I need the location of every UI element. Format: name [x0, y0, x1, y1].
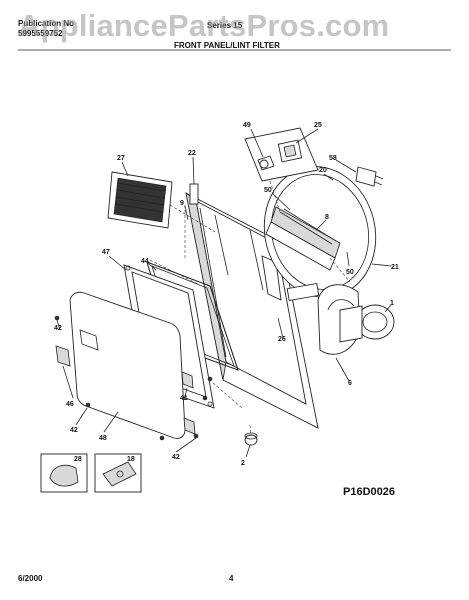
- connector-plug: [355, 166, 384, 187]
- footer-page-number: 4: [229, 574, 234, 583]
- callout-1: 1: [390, 300, 394, 307]
- callout-46: 46: [66, 401, 74, 408]
- callout-27: 27: [117, 155, 125, 162]
- callout-21: 21: [391, 264, 399, 271]
- door-switch-inset: [244, 127, 319, 182]
- lint-filter-duct: [265, 206, 341, 271]
- callout-42-bottom: 42: [172, 454, 180, 461]
- callout-6: 6: [348, 380, 352, 387]
- callout-2: 2: [241, 460, 245, 467]
- callout-47: 47: [102, 249, 110, 256]
- callout-42-bottom-left: 42: [70, 427, 78, 434]
- callout-48: 48: [99, 435, 107, 442]
- callout-41: 41: [180, 395, 188, 402]
- callout-22: 22: [188, 150, 196, 157]
- section-title: FRONT PANEL/LINT FILTER: [174, 41, 280, 50]
- series-label: Series 15: [207, 21, 243, 30]
- callout-26: 26: [278, 336, 286, 343]
- footer-date: 6/2000: [18, 574, 43, 583]
- callout-9: 9: [180, 200, 184, 207]
- callout-28: 28: [74, 456, 82, 463]
- callout-25: 25: [314, 122, 322, 129]
- diagram-code: P16D0026: [343, 486, 395, 498]
- screws: [54, 315, 213, 441]
- part-box-28: [40, 453, 88, 493]
- callout-44: 44: [141, 258, 149, 265]
- lint-filter-grille: [107, 171, 173, 229]
- watermark: AppliancePartsPros.com: [18, 8, 390, 43]
- door-hinge-parts: [55, 345, 196, 435]
- callout-leaders: [56, 128, 392, 458]
- callout-50-upper: 50: [264, 187, 272, 194]
- publication-label: Publication No: [18, 19, 74, 28]
- leveling-foot: [244, 432, 258, 446]
- callout-58: 58: [329, 155, 337, 162]
- callout-42-left: 42: [54, 325, 62, 332]
- publication-number: 5995559752: [18, 29, 63, 38]
- exhaust-duct: [339, 304, 395, 343]
- callout-labels: 49 25 27 22 58 20 50 9 8 47 44 50 21 42 …: [54, 122, 399, 498]
- part-box-18: [94, 453, 142, 493]
- explosion-lines: [149, 180, 351, 437]
- callout-20: 20: [319, 167, 327, 174]
- callout-8: 8: [325, 214, 329, 221]
- callout-18: 18: [127, 456, 135, 463]
- callout-50-lower: 50: [346, 269, 354, 276]
- callout-49: 49: [243, 122, 251, 129]
